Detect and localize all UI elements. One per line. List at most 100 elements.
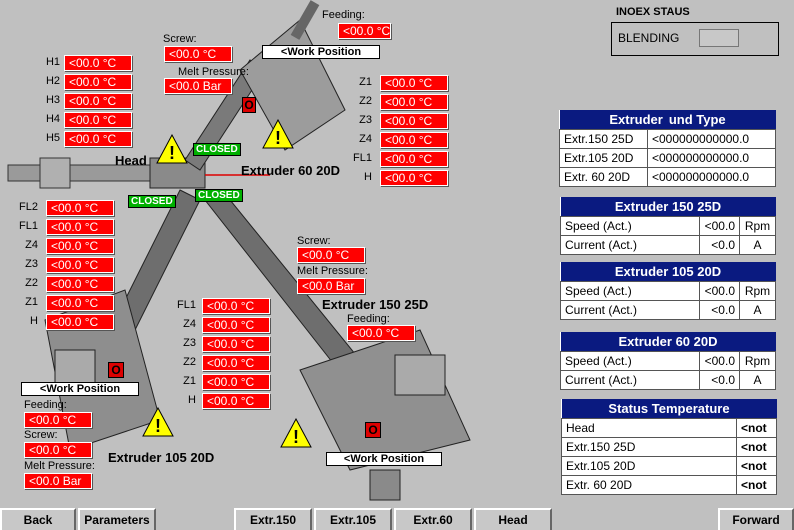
ex150-melt-label: Melt Pressure:: [297, 265, 368, 277]
ex60-screw-value: <00.0 °C: [164, 46, 232, 62]
ex105-feeding-value: <00.0 °C: [24, 412, 92, 428]
head-zone-label: H3: [45, 94, 60, 106]
ex150-work-position-button[interactable]: <Work Position: [326, 452, 442, 466]
svg-text:!: !: [169, 143, 175, 163]
ex105-zone-label: FL1: [19, 220, 38, 232]
blending-indicator: [699, 29, 739, 47]
ex60-zone-value: <00.0 °C: [380, 75, 448, 91]
head-zone-value: <00.0 °C: [64, 112, 132, 128]
ex150-feeding-label: Feeding:: [347, 313, 390, 325]
table-row: Extr. 60 20D<not: [561, 474, 777, 495]
ex105-zone-value: <00.0 °C: [46, 238, 114, 254]
head-zone-value: <00.0 °C: [64, 74, 132, 90]
ex60-zone-label: H: [364, 171, 372, 183]
ex105-zone-value: <00.0 °C: [46, 314, 114, 330]
table-row: Extr.105 20D<not: [561, 455, 777, 476]
ex105-zone-label: Z4: [25, 239, 38, 251]
head-zone-value: <00.0 °C: [64, 131, 132, 147]
status-temperature-panel: Status Temperature Head<not Extr.150 25D…: [561, 399, 777, 495]
ex105-zone-value: <00.0 °C: [46, 295, 114, 311]
ex150-zone-label: FL1: [177, 299, 196, 311]
table-row: Extr. 60 20D<000000000000.0: [559, 166, 776, 187]
warning-icon: !: [280, 418, 312, 448]
closed-valve-right: CLOSED: [195, 189, 243, 202]
extr150-button[interactable]: Extr.150: [234, 508, 312, 530]
head-label: Head: [115, 153, 147, 168]
status-title: INOEX STAUS: [616, 6, 690, 18]
closed-valve-top: CLOSED: [193, 143, 241, 156]
ex105-screw-value: <00.0 °C: [24, 442, 92, 458]
ex60-melt-label: Melt Pressure:: [178, 66, 249, 78]
ex150-zone-value: <00.0 °C: [202, 298, 270, 314]
svg-text:!: !: [155, 416, 161, 436]
parameters-button[interactable]: Parameters: [78, 508, 156, 530]
panel-title: Extruder 105 20D: [560, 262, 776, 281]
ex105-zone-value: <00.0 °C: [46, 219, 114, 235]
warning-icon: !: [142, 407, 174, 437]
ex60-work-position-button[interactable]: <Work Position: [262, 45, 380, 59]
ex105-zone-label: Z1: [25, 296, 38, 308]
ex150-zone-label: Z2: [183, 356, 196, 368]
ex105-melt-label: Melt Pressure:: [24, 460, 95, 472]
status-box: BLENDING: [611, 22, 779, 56]
ex105-zone-label: H: [30, 315, 38, 327]
extr105-button[interactable]: Extr.105: [314, 508, 392, 530]
ex105-motor-indicator: O: [108, 362, 124, 378]
forward-button[interactable]: Forward: [718, 508, 794, 530]
ex150-zone-label: H: [188, 394, 196, 406]
ex60-title: Extruder 60 20D: [241, 163, 340, 178]
ex60-zone-label: Z2: [359, 95, 372, 107]
table-row: Extr.150 25D<not: [561, 436, 777, 457]
ex105-zone-value: <00.0 °C: [46, 276, 114, 292]
table-row: Extr.150 25D<000000000000.0: [559, 128, 776, 149]
warning-icon: !: [262, 119, 294, 149]
ex60-zone-label: Z3: [359, 114, 372, 126]
ex60-zone-value: <00.0 °C: [380, 113, 448, 129]
head-zone-value: <00.0 °C: [64, 93, 132, 109]
back-button[interactable]: Back: [0, 508, 76, 530]
head-zone-value: <00.0 °C: [64, 55, 132, 71]
blending-label: BLENDING: [618, 31, 680, 45]
ex150-zone-label: Z3: [183, 337, 196, 349]
ex105-zone-label: Z3: [25, 258, 38, 270]
ex150-zone-value: <00.0 °C: [202, 336, 270, 352]
ex105-zone-value: <00.0 °C: [46, 200, 114, 216]
head-zone-label: H5: [45, 132, 60, 144]
table-row: Extr.105 20D<000000000000.0: [559, 147, 776, 168]
ex105-feeding-label: Feeding:: [24, 399, 67, 411]
ex60-zone-value: <00.0 °C: [380, 170, 448, 186]
ex105-screw-label: Screw:: [24, 429, 58, 441]
ex105-zone-label: FL2: [19, 201, 38, 213]
status-temperature-title: Status Temperature: [561, 399, 777, 418]
ex150-screw-label: Screw:: [297, 235, 331, 247]
ex150-zone-label: Z1: [183, 375, 196, 387]
ex105-work-position-button[interactable]: <Work Position: [21, 382, 139, 396]
extr60-button[interactable]: Extr.60: [394, 508, 472, 530]
warning-icon: !: [156, 134, 188, 164]
ex150-zone-value: <00.0 °C: [202, 317, 270, 333]
head-zone-label: H2: [45, 75, 60, 87]
machinery-diagram: [7, 0, 471, 501]
ex150-zone-value: <00.0 °C: [202, 355, 270, 371]
head-zone-label: H4: [45, 113, 60, 125]
ex60-zone-label: Z4: [359, 133, 372, 145]
ex150-feeding-value: <00.0 °C: [347, 325, 415, 341]
head-button[interactable]: Head: [474, 508, 552, 530]
ex60-zone-label: FL1: [353, 152, 372, 164]
ex60-melt-value: <00.0 Bar: [164, 78, 232, 94]
ex60-zone-value: <00.0 °C: [380, 132, 448, 148]
ex150-zone-value: <00.0 °C: [202, 374, 270, 390]
closed-valve-left: CLOSED: [128, 195, 176, 208]
ex150-motor-indicator: O: [365, 422, 381, 438]
